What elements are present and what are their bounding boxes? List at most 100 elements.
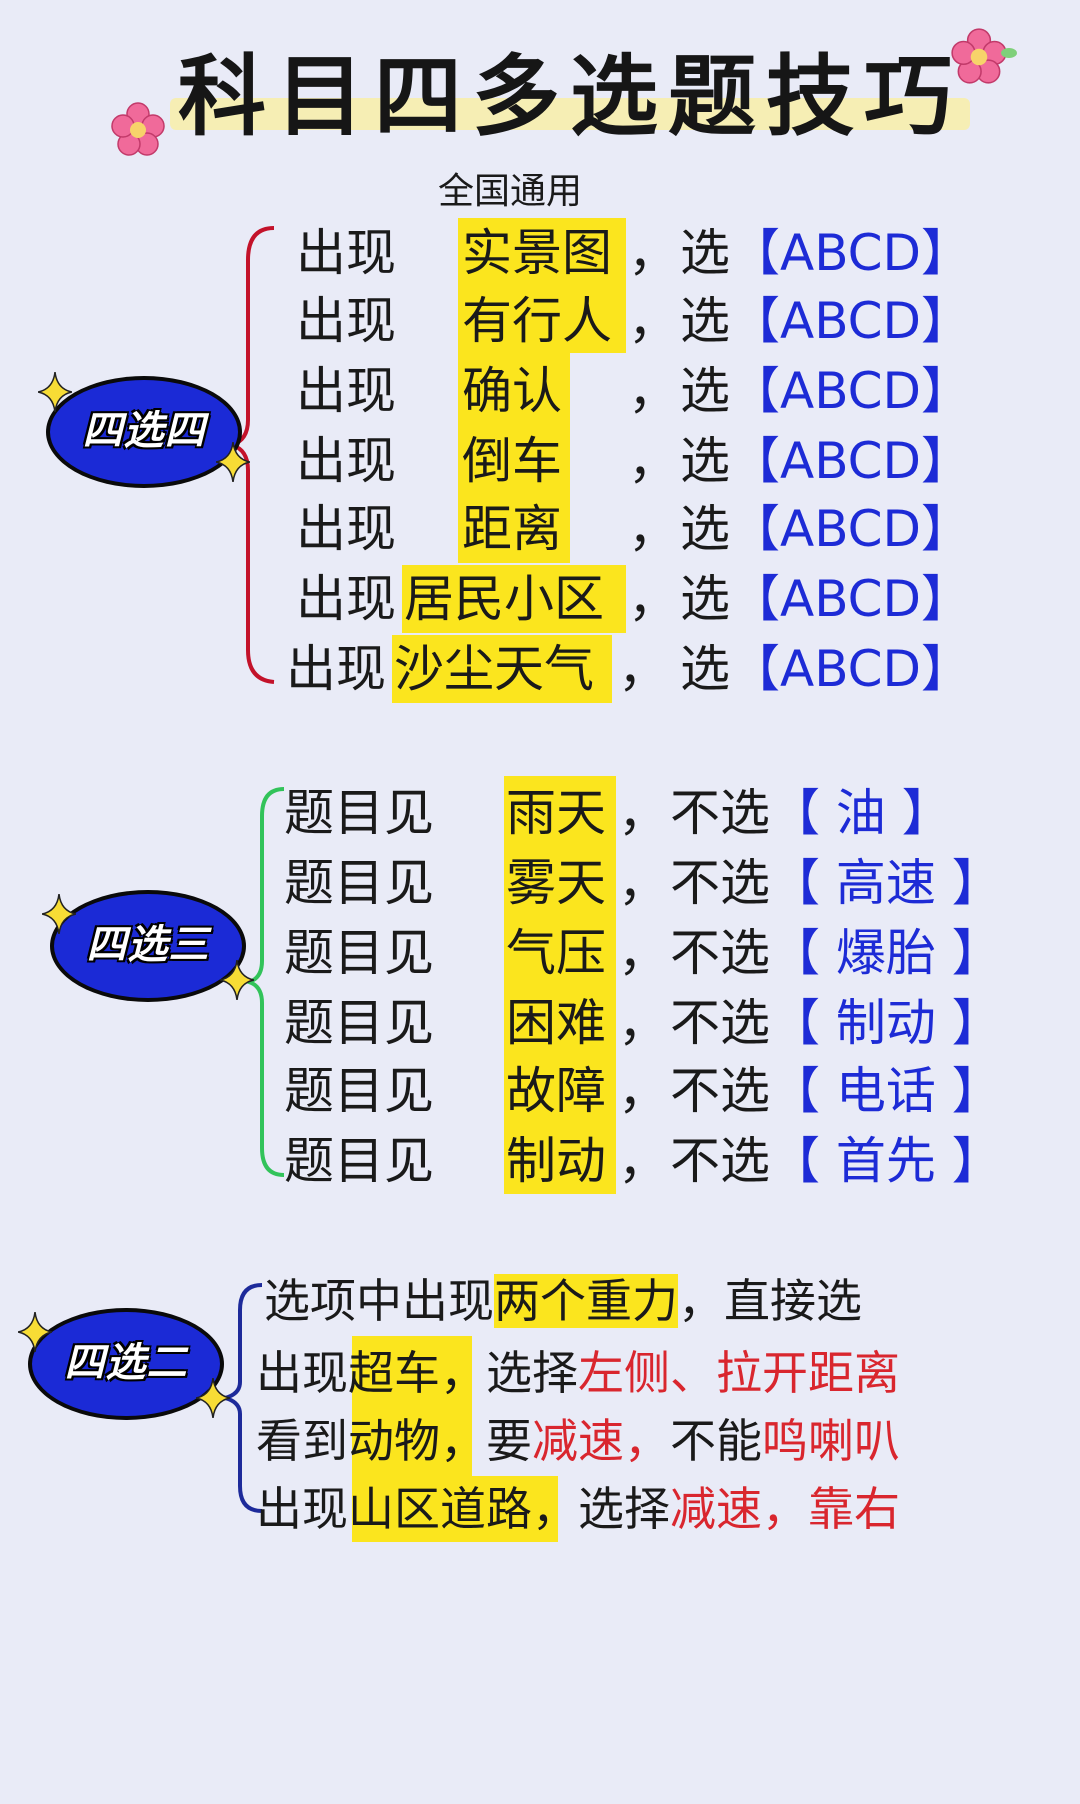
row-text-highlight: 动物 [348, 1414, 440, 1468]
row-answer: 【 爆胎 】 [770, 924, 1002, 982]
row-answer: 【 首先 】 [770, 1132, 1002, 1190]
highlight-column [458, 353, 570, 563]
row-prefix: 题目见 [284, 1062, 434, 1120]
list-item: 选项中出现两个重力，直接选 [264, 1266, 862, 1336]
highlight-column [504, 776, 616, 1194]
row-answer: 【 制动 】 [770, 994, 1002, 1052]
badge-section-2: 四选三 [50, 890, 246, 1002]
row-verb: 不选 [670, 784, 770, 842]
row-prefix: 出现 [296, 432, 396, 490]
row-verb: 不选 [670, 924, 770, 982]
row-keyword: 沙尘天气 [394, 640, 594, 698]
row-prefix: 出现 [286, 640, 386, 698]
badge-section-3: 四选二 [28, 1308, 224, 1420]
row-answer: 【ABCD】 [730, 500, 972, 558]
row-answer: 【ABCD】 [730, 570, 972, 628]
row-keyword: 困难 [506, 994, 606, 1052]
row-text-highlight: 山区道路 [348, 1482, 532, 1536]
highlight-column [352, 1476, 558, 1542]
list-item: 看到动物，要减速，不能鸣喇叭 [256, 1406, 900, 1476]
row-prefix: 题目见 [284, 994, 434, 1052]
row-keyword: 雨天 [506, 784, 606, 842]
row-keyword: 确认 [462, 362, 562, 420]
row-prefix: 题目见 [284, 854, 434, 912]
row-prefix: 题目见 [284, 924, 434, 982]
row-keyword: 倒车 [462, 432, 562, 490]
row-sep: ， [618, 1132, 668, 1190]
badge-label: 四选二 [64, 1339, 188, 1386]
row-prefix: 出现 [296, 500, 396, 558]
row-text-red: 减速， [532, 1414, 670, 1468]
row-verb: 选 [680, 640, 730, 698]
row-keyword: 雾天 [506, 854, 606, 912]
row-prefix: 出现 [296, 362, 396, 420]
row-verb: 不选 [670, 1132, 770, 1190]
row-text-plain: 不能 [670, 1414, 762, 1468]
row-text-red: 鸣喇叭 [762, 1414, 900, 1468]
row-sep: ， [628, 224, 678, 282]
sparkle-icon [38, 372, 72, 412]
row-sep: ， [618, 784, 668, 842]
row-text-red: 左侧、拉开距离 [578, 1346, 900, 1400]
flower-icon-right [951, 28, 1007, 84]
row-text-plain: ，选择 [532, 1482, 670, 1536]
badge-section-1: 四选四 [46, 376, 242, 488]
row-verb: 选 [680, 362, 730, 420]
row-verb: 选 [680, 292, 730, 350]
row-text-highlight: 超车 [348, 1346, 440, 1400]
badge-ellipse [46, 376, 242, 488]
row-keyword: 制动 [506, 1132, 606, 1190]
row-sep: ， [618, 854, 668, 912]
row-text-plain: 看到 [256, 1414, 348, 1468]
badge-label: 四选四 [82, 407, 206, 454]
row-text-red: 减速，靠右 [670, 1482, 900, 1536]
row-verb: 不选 [670, 854, 770, 912]
page-title: 科目四多选题技巧 [177, 44, 962, 148]
row-answer: 【ABCD】 [730, 640, 972, 698]
row-answer: 【 高速 】 [770, 854, 1002, 912]
row-keyword: 有行人 [462, 292, 612, 350]
row-text-plain: ，要 [440, 1414, 532, 1468]
sparkle-icon [216, 442, 250, 482]
sparkle-icon [42, 894, 76, 934]
leaf-icon [1001, 48, 1017, 58]
row-sep: ， [618, 1062, 668, 1120]
row-sep: ， [628, 500, 678, 558]
row-keyword: 实景图 [462, 224, 612, 282]
row-answer: 【 电话 】 [770, 1062, 1002, 1120]
row-keyword: 距离 [462, 500, 562, 558]
highlight-column [352, 1336, 472, 1476]
row-answer: 【ABCD】 [730, 224, 972, 282]
badge-ellipse [50, 890, 246, 1002]
highlight-column [392, 635, 612, 703]
row-sep: ， [628, 362, 678, 420]
row-prefix: 题目见 [284, 1132, 434, 1190]
list-item: 出现山区道路，选择减速，靠右 [256, 1474, 900, 1544]
row-answer: 【ABCD】 [730, 432, 972, 490]
subtitle: 全国通用 [438, 171, 583, 212]
highlight-column [402, 565, 626, 633]
row-prefix: 出现 [296, 224, 396, 282]
row-text-plain: 出现 [256, 1482, 348, 1536]
row-sep: ， [618, 640, 668, 698]
row-verb: 选 [680, 570, 730, 628]
row-prefix: 出现 [296, 570, 396, 628]
row-answer: 【ABCD】 [730, 292, 972, 350]
row-answer: 【ABCD】 [730, 362, 972, 420]
row-sep: ， [628, 570, 678, 628]
row-sep: ， [618, 924, 668, 982]
row-keyword: 居民小区 [404, 570, 604, 628]
row-text-plain: ，选择 [440, 1346, 578, 1400]
highlight-column [458, 218, 626, 353]
list-item: 出现超车，选择左侧、拉开距离 [256, 1338, 900, 1408]
row-verb: 选 [680, 432, 730, 490]
row-verb: 选 [680, 500, 730, 558]
flower-icon-left [111, 102, 165, 156]
row-text-plain: 选项中出现 [264, 1274, 494, 1328]
row-sep: ， [628, 432, 678, 490]
row-prefix: 出现 [296, 292, 396, 350]
row-prefix: 题目见 [284, 784, 434, 842]
title-highlight-band [170, 98, 970, 130]
row-verb: 选 [680, 224, 730, 282]
row-text-highlight: 两个重力 [494, 1274, 678, 1328]
